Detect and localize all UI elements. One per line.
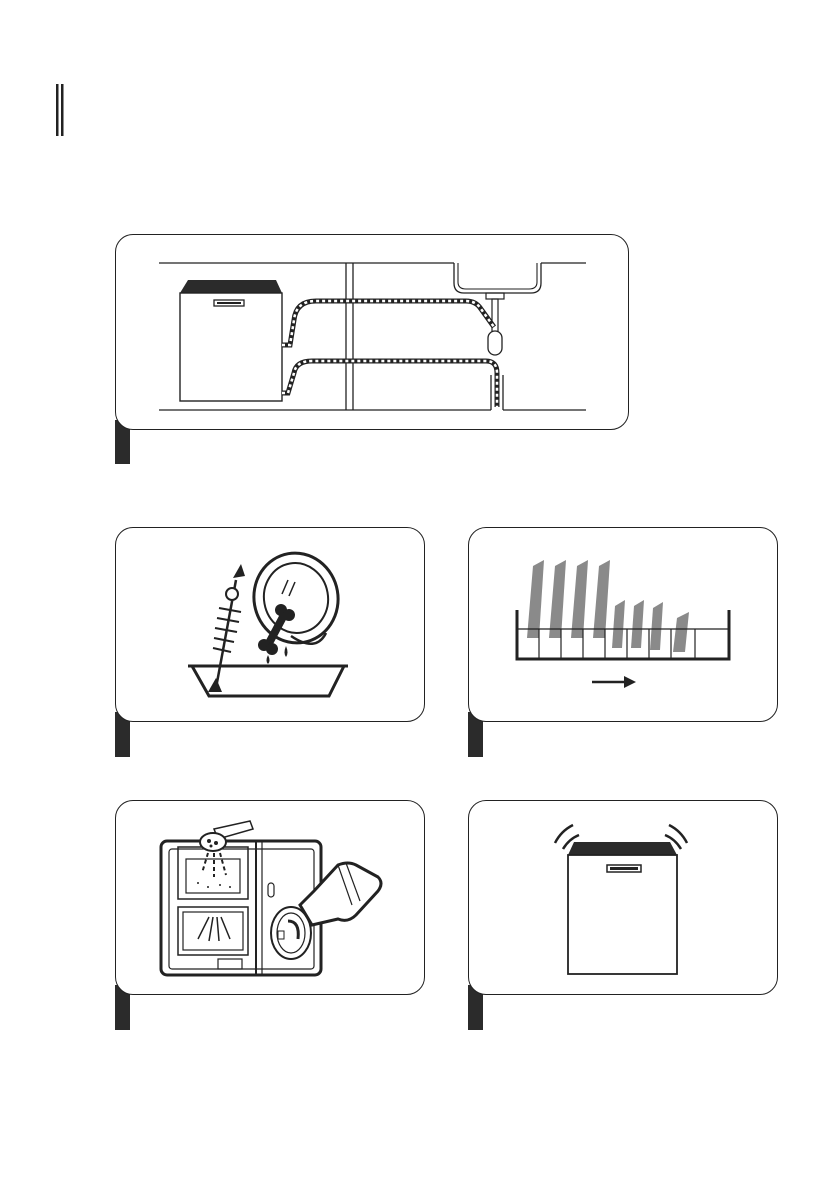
scrape-food-illustration [116, 528, 426, 723]
section-header-mark [56, 84, 64, 136]
load-racks-illustration [469, 528, 779, 723]
sink-icon [454, 263, 541, 355]
plate-icon [247, 546, 345, 649]
run-dishwasher-illustration [469, 801, 779, 996]
dishwasher-icon [568, 842, 677, 974]
double-bar-icon [56, 84, 64, 136]
drain-hose-icon [282, 301, 497, 407]
detergent-illustration [116, 801, 426, 996]
plates-group [527, 560, 689, 652]
load-racks-panel [468, 527, 778, 722]
scrape-food-panel [115, 527, 425, 722]
arrow-right-icon [592, 676, 636, 688]
dishwasher-icon [180, 280, 282, 401]
installation-illustration [116, 235, 630, 431]
installation-panel [115, 234, 629, 430]
detergent-dispenser-icon [161, 841, 321, 975]
fish-bone-icon [208, 564, 245, 692]
run-dishwasher-panel [468, 800, 778, 995]
detergent-panel [115, 800, 425, 995]
